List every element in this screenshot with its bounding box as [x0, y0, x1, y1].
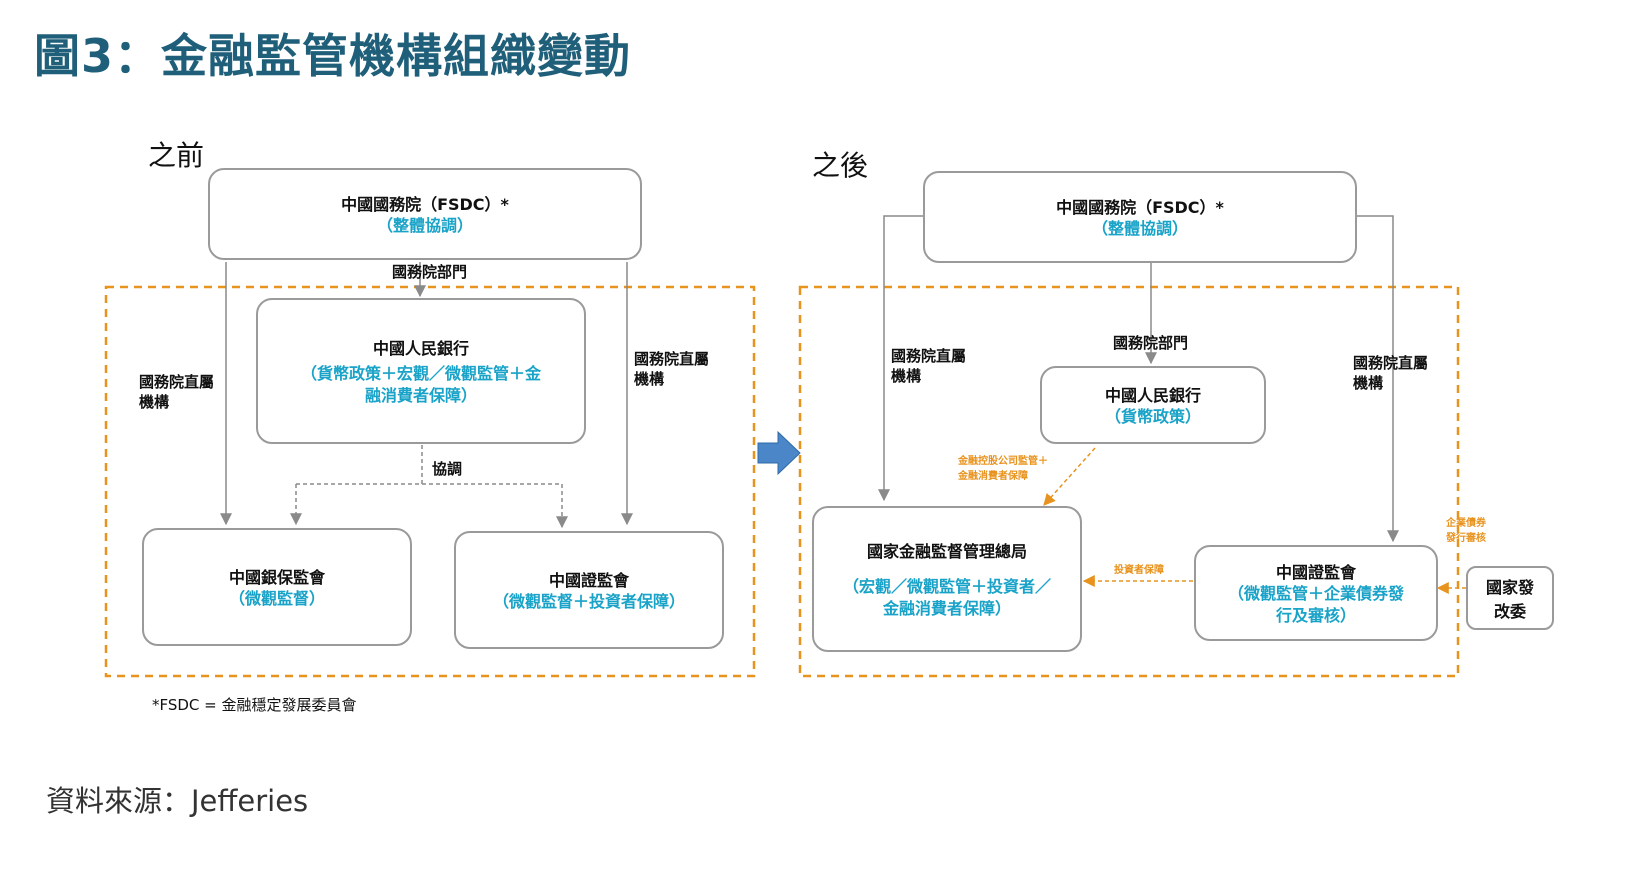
- before-cbirc-role: （微觀監督）: [228, 589, 325, 608]
- after-state-council-role: （整體協調）: [1091, 219, 1188, 238]
- after-csrc-to-nfra-label: 投資者保障: [1114, 565, 1164, 576]
- after-nfra-name: 國家金融監督管理總局: [866, 542, 1027, 561]
- before-left-label-line1: 國務院直屬: [139, 373, 215, 391]
- after-left-label-line2: 機構: [891, 367, 922, 385]
- after-ndrc-to-csrc-label-line1: 企業債券: [1446, 518, 1486, 529]
- after-state-council-box: 中國國務院（FSDC）* （整體協調）: [923, 171, 1357, 263]
- after-label: 之後: [812, 149, 869, 182]
- before-pboc-box: 中國人民銀行 （貨幣政策＋宏觀／微觀監管＋金 融消費者保障）: [256, 298, 586, 444]
- after-right-label-line2: 機構: [1353, 374, 1384, 392]
- before-csrc-box: 中國證監會 （微觀監督＋投資者保障）: [454, 531, 724, 649]
- after-pboc-to-nfra-label-line2: 金融消費者保障: [958, 471, 1028, 482]
- after-pboc-to-nfra-label: 金融控股公司監管＋ 金融消費者保障: [958, 454, 1048, 484]
- before-state-council-box: 中國國務院（FSDC）* （整體協調）: [208, 168, 642, 260]
- after-csrc-box: 中國證監會 （微觀監管＋企業債券發 行及審核）: [1194, 545, 1438, 641]
- before-coord-label: 協調: [432, 460, 463, 478]
- after-ndrc-box: 國家發 改委: [1466, 566, 1554, 630]
- after-right-label: 國務院直屬 機構: [1353, 353, 1428, 393]
- before-dashed-frame: [104, 285, 756, 678]
- footnote: *FSDC = 金融穩定發展委員會: [152, 696, 357, 714]
- after-right-arrow: [1357, 215, 1399, 543]
- after-left-arrow: [878, 215, 923, 502]
- before-right-label-line1: 國務院直屬: [634, 350, 710, 368]
- after-nfra-role-line1: （宏觀／微觀監管＋投資者／: [842, 577, 1051, 596]
- after-left-label: 國務院直屬 機構: [891, 346, 966, 386]
- after-pboc-to-nfra-arrow: [1043, 447, 1096, 506]
- after-ndrc-to-csrc-label-line2: 發行審核: [1446, 533, 1486, 544]
- after-ndrc-to-csrc-label: 企業債券 發行審核: [1446, 516, 1486, 546]
- before-csrc-role: （微觀監督＋投資者保障）: [492, 592, 685, 611]
- after-right-label-line1: 國務院直屬: [1353, 354, 1429, 372]
- before-cbirc-box: 中國銀保監會 （微觀監督）: [142, 528, 412, 646]
- after-csrc-role-line1: （微觀監管＋企業債券發: [1227, 584, 1404, 603]
- before-csrc-name: 中國證監會: [548, 571, 629, 590]
- after-state-council-name: 中國國務院（FSDC）*: [1056, 198, 1224, 217]
- before-coordination-lines: [290, 445, 568, 529]
- before-dept-label: 國務院部門: [392, 263, 468, 281]
- after-left-label-line1: 國務院直屬: [891, 347, 967, 365]
- page-title: 圖3：金融監管機構組織變動: [34, 29, 632, 83]
- after-pboc-name: 中國人民銀行: [1104, 386, 1201, 405]
- before-state-council-name: 中國國務院（FSDC）*: [341, 195, 509, 214]
- before-left-label: 國務院直屬 機構: [139, 372, 214, 412]
- after-ndrc-line2: 改委: [1493, 602, 1526, 621]
- after-pboc-role: （貨幣政策）: [1104, 407, 1201, 426]
- after-dashed-frame: [798, 285, 1460, 678]
- transition-arrow: [757, 430, 801, 476]
- after-pboc-box: 中國人民銀行 （貨幣政策）: [1040, 366, 1266, 444]
- after-dept-label: 國務院部門: [1113, 334, 1189, 352]
- before-label: 之前: [148, 139, 205, 172]
- before-pboc-role-line1: （貨幣政策＋宏觀／微觀監管＋金: [300, 364, 541, 383]
- after-csrc-name: 中國證監會: [1275, 563, 1356, 582]
- before-right-label-line2: 機構: [634, 370, 665, 388]
- before-state-council-role: （整體協調）: [376, 216, 473, 235]
- before-pboc-name: 中國人民銀行: [372, 339, 469, 358]
- after-nfra-box: 國家金融監督管理總局 （宏觀／微觀監管＋投資者／ 金融消費者保障）: [812, 506, 1082, 652]
- source-note: 資料來源：Jefferies: [46, 784, 309, 818]
- before-pboc-role-line2: 融消費者保障）: [364, 386, 477, 405]
- after-csrc-role-line2: 行及審核）: [1275, 606, 1356, 625]
- before-cbirc-name: 中國銀保監會: [228, 568, 325, 587]
- after-ndrc-line1: 國家發: [1485, 578, 1534, 597]
- after-pboc-to-nfra-label-line1: 金融控股公司監管＋: [958, 456, 1048, 467]
- before-left-label-line2: 機構: [139, 393, 170, 411]
- after-nfra-role-line2: 金融消費者保障）: [882, 599, 1011, 618]
- before-right-label: 國務院直屬 機構: [634, 349, 709, 389]
